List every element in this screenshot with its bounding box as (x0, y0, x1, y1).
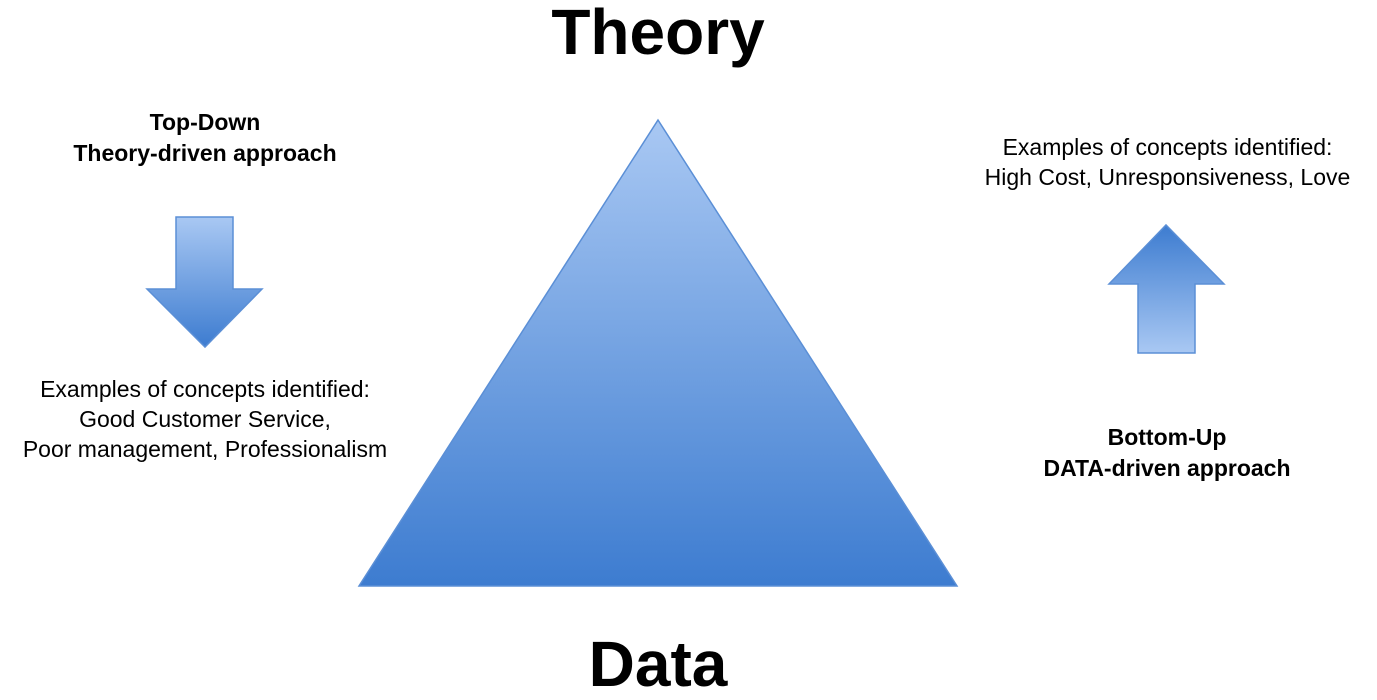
bottom-up-examples-line1: Examples of concepts identified: (1002, 134, 1333, 160)
data-title: Data (588, 628, 728, 700)
bottom-up-examples-line2: High Cost, Unresponsiveness, Love (984, 164, 1351, 190)
bottom-up-heading-line1: Bottom-Up (1107, 424, 1227, 450)
bottom-up-heading-line2: DATA-driven approach (1043, 455, 1291, 481)
top-down-heading-line1: Top-Down (149, 109, 261, 135)
top-down-heading: Top-Down Theory-driven approach (55, 107, 355, 169)
bottom-up-examples: Examples of concepts identified: High Co… (955, 132, 1377, 192)
top-down-heading-line2: Theory-driven approach (73, 140, 337, 166)
top-down-examples: Examples of concepts identified: Good Cu… (0, 374, 410, 464)
top-down-examples-line2: Good Customer Service, (79, 406, 331, 432)
top-down-examples-line3: Poor management, Professionalism (22, 436, 388, 462)
arrow-down-shape (145, 216, 264, 349)
theory-title: Theory (551, 0, 765, 68)
top-down-examples-line1: Examples of concepts identified: (40, 376, 370, 402)
bottom-up-heading: Bottom-Up DATA-driven approach (1017, 422, 1317, 484)
